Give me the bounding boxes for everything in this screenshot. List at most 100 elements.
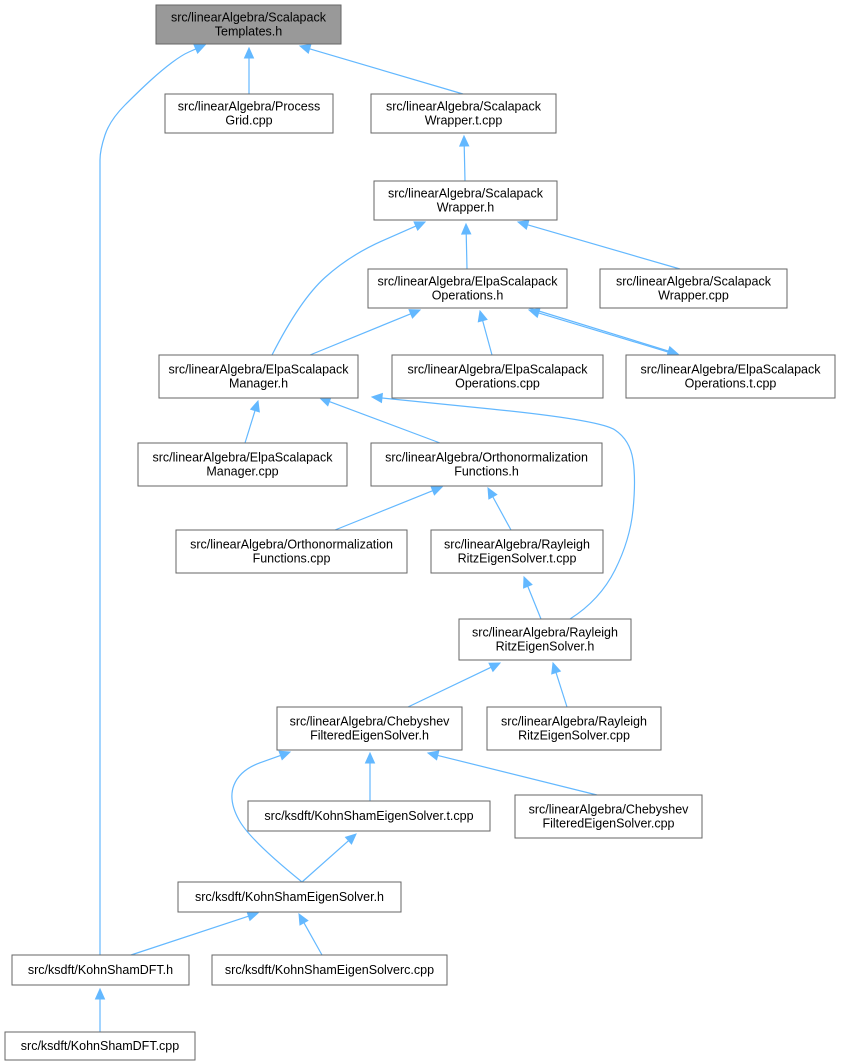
node-label: src/ksdft/KohnShamEigenSolverc.cpp (225, 963, 434, 977)
node-label: src/linearAlgebra/Scalapack (171, 11, 327, 25)
node-box[interactable] (458, 618, 632, 661)
edge-n3-to-n2 (463, 145, 466, 182)
edge-n8-to-n4 (538, 312, 679, 356)
node-label: FilteredEigenSolver.cpp (542, 817, 674, 831)
edge-n10-to-n6 (329, 400, 441, 444)
arrowhead-n6-to-n4 (408, 309, 422, 319)
arrowhead-n21-to-n19 (94, 987, 106, 1000)
node-box[interactable] (625, 354, 836, 399)
edge-n12-to-n10 (492, 496, 512, 531)
node-label: src/linearAlgebra/Rayleigh (444, 538, 590, 552)
node-label: src/ksdft/KohnShamEigenSolver.t.cpp (264, 809, 473, 823)
node-box[interactable] (370, 93, 557, 134)
node-box[interactable] (155, 4, 342, 45)
graph-node-n16[interactable]: src/ksdft/KohnShamEigenSolver.t.cpp (247, 800, 491, 832)
node-box[interactable] (247, 800, 491, 832)
node-box[interactable] (599, 268, 788, 309)
node-box[interactable] (391, 354, 604, 399)
edges-layer (94, 43, 681, 1032)
arrowhead-n11-to-n10 (430, 486, 444, 496)
node-label: src/linearAlgebra/Orthonormalization (190, 538, 393, 552)
edge-n6-to-n3 (271, 225, 417, 356)
edge-n13-to-n12 (527, 586, 542, 620)
node-box[interactable] (211, 954, 448, 986)
graph-node-n15[interactable]: src/linearAlgebra/RayleighRitzEigenSolve… (486, 706, 662, 751)
arrowhead-n18-to-n14 (278, 750, 292, 761)
arrowhead-n9-to-n6 (249, 399, 260, 413)
node-label: src/ksdft/KohnShamDFT.h (28, 963, 173, 977)
graph-node-n13[interactable]: src/linearAlgebra/RayleighRitzEigenSolve… (458, 618, 632, 661)
node-box[interactable] (514, 794, 703, 839)
node-box[interactable] (276, 706, 463, 751)
arrowhead-n12-to-n10 (487, 486, 498, 500)
nodes-layer: src/linearAlgebra/ScalapackTemplates.hsr… (4, 4, 836, 1061)
edge-n4-to-n8 (528, 307, 669, 352)
edge-n20-to-n18 (303, 922, 323, 956)
node-label: Wrapper.h (437, 201, 494, 215)
graph-node-n10[interactable]: src/linearAlgebra/OrthonormalizationFunc… (370, 442, 603, 487)
graph-node-n11[interactable]: src/linearAlgebra/OrthonormalizationFunc… (175, 529, 408, 574)
graph-node-n21[interactable]: src/ksdft/KohnShamDFT.cpp (4, 1031, 196, 1061)
graph-node-n8[interactable]: src/linearAlgebra/ElpaScalapackOperation… (625, 354, 836, 399)
graph-node-n9[interactable]: src/linearAlgebra/ElpaScalapackManager.c… (137, 442, 348, 487)
node-box[interactable] (373, 180, 558, 221)
graph-node-n12[interactable]: src/linearAlgebra/RayleighRitzEigenSolve… (430, 529, 604, 574)
node-label: RitzEigenSolver.t.cpp (458, 552, 577, 566)
graph-node-n7[interactable]: src/linearAlgebra/ElpaScalapackOperation… (391, 354, 604, 399)
node-box[interactable] (367, 268, 568, 309)
node-label: src/linearAlgebra/Rayleigh (472, 626, 618, 640)
node-box[interactable] (486, 706, 662, 751)
node-label: src/linearAlgebra/ElpaScalapack (378, 275, 559, 289)
node-label: FilteredEigenSolver.h (310, 729, 429, 743)
graph-node-n17[interactable]: src/linearAlgebra/ChebyshevFilteredEigen… (514, 794, 703, 839)
graph-node-n14[interactable]: src/linearAlgebra/ChebyshevFilteredEigen… (276, 706, 463, 751)
node-label: src/linearAlgebra/Scalapack (386, 100, 542, 114)
arrowhead-n10-to-n6 (318, 396, 332, 407)
node-label: Functions.cpp (253, 552, 331, 566)
node-box[interactable] (164, 93, 334, 134)
node-label: src/linearAlgebra/Scalapack (388, 187, 544, 201)
edge-n13-to-n6 (381, 397, 636, 620)
node-label: src/linearAlgebra/ElpaScalapack (169, 363, 350, 377)
node-label: src/linearAlgebra/Process (178, 100, 320, 114)
arrowhead-n16-to-n14 (364, 751, 376, 764)
graph-node-n19[interactable]: src/ksdft/KohnShamDFT.h (11, 954, 190, 986)
edge-n15-to-n13 (555, 672, 568, 708)
node-box[interactable] (175, 529, 408, 574)
graph-node-n18[interactable]: src/ksdft/KohnShamEigenSolver.h (177, 881, 402, 913)
node-label: Grid.cpp (225, 114, 272, 128)
arrowhead-n19-to-n18 (246, 911, 260, 922)
edge-n18-to-n14 (231, 754, 303, 883)
node-label: Operations.h (432, 289, 504, 303)
node-label: src/linearAlgebra/Orthonormalization (385, 451, 588, 465)
node-label: Manager.cpp (206, 465, 278, 479)
graph-node-n20[interactable]: src/ksdft/KohnShamEigenSolverc.cpp (211, 954, 448, 986)
node-box[interactable] (158, 354, 359, 399)
node-box[interactable] (370, 442, 603, 487)
arrowhead-n14-to-n13 (488, 662, 502, 673)
node-box[interactable] (430, 529, 604, 574)
graph-node-n4[interactable]: src/linearAlgebra/ElpaScalapackOperation… (367, 268, 568, 309)
node-label: RitzEigenSolver.h (496, 640, 595, 654)
node-label: Functions.h (454, 465, 519, 479)
arrowhead-n4-to-n8 (666, 345, 680, 356)
node-label: src/linearAlgebra/Chebyshev (529, 803, 690, 817)
edge-n9-to-n6 (244, 410, 256, 444)
node-box[interactable] (177, 881, 402, 913)
edge-n4-to-n3 (465, 233, 468, 270)
node-box[interactable] (137, 442, 348, 487)
edge-n6-to-n4 (309, 313, 411, 356)
node-label: src/ksdft/KohnShamDFT.cpp (21, 1039, 179, 1053)
node-box[interactable] (11, 954, 190, 986)
node-label: Templates.h (215, 25, 282, 39)
arrowhead-n19-to-n0 (193, 44, 207, 55)
node-label: src/linearAlgebra/Chebyshev (290, 715, 451, 729)
node-label: src/linearAlgebra/Rayleigh (501, 715, 647, 729)
node-box[interactable] (4, 1031, 196, 1061)
